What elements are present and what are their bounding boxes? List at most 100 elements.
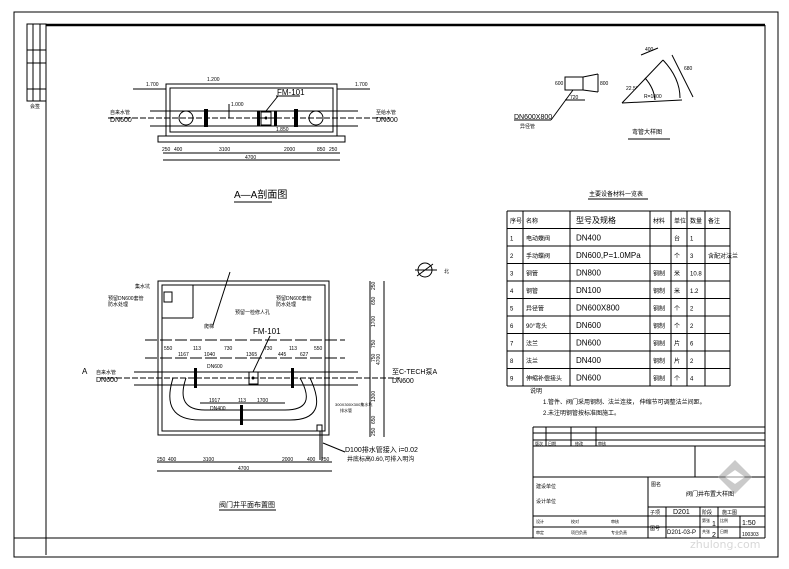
plan-top-dims-label: 627 bbox=[300, 352, 309, 358]
sheet: 1 bbox=[712, 521, 716, 528]
table-cell: DN800 bbox=[576, 269, 601, 278]
note-2: 2.未注明钢管按标准图施工。 bbox=[543, 409, 620, 417]
rev-header-3: 审核 bbox=[598, 440, 606, 446]
section-dim-3: 2000 bbox=[284, 147, 295, 153]
scale: 1:50 bbox=[742, 520, 756, 527]
table-cell: 6 bbox=[510, 324, 514, 330]
reducer-dim-w: 720 bbox=[570, 95, 579, 101]
section-dim-2: 3100 bbox=[219, 147, 230, 153]
plan-note-sump: 集水坑 bbox=[135, 283, 150, 290]
table-cell: 个 bbox=[674, 253, 680, 260]
plan-view: 集水坑 预留DN600套管 防水处理 预留DN600套管 防水处理 爬梯 预留一… bbox=[82, 271, 437, 511]
table-cell: DN400 bbox=[576, 356, 601, 365]
plan-bottom-dims-label: 3100 bbox=[203, 457, 214, 463]
bend-radius: R=1000 bbox=[644, 94, 662, 100]
plan-bypass-label: DN400 bbox=[210, 406, 226, 412]
table-cell: 电动蝶阀 bbox=[526, 235, 550, 243]
section-left-pipe: DN600 bbox=[110, 117, 132, 124]
drawing-label: 图名 bbox=[651, 481, 661, 488]
table-cell: 钢制 bbox=[653, 357, 665, 365]
date-label: 日期 bbox=[720, 528, 728, 534]
table-cell: 片 bbox=[674, 340, 680, 348]
owner-label: 建设单位 bbox=[536, 483, 556, 490]
table-cell: 钢制 bbox=[653, 340, 665, 348]
plan-note-ladder: 爬梯 bbox=[204, 323, 214, 330]
table-header-cell: 单位 bbox=[674, 217, 686, 225]
sign-4: 项目负责 bbox=[571, 529, 587, 535]
table-cell: DN400 bbox=[576, 234, 601, 243]
plan-top-dims-label: 1167 bbox=[178, 352, 189, 358]
table-cell: 钢制 bbox=[653, 375, 665, 383]
plan-drain-label2: 井底标高0.60,可排入明沟 bbox=[347, 455, 414, 463]
table-cell: 钢制 bbox=[653, 270, 665, 278]
table-cell: 2 bbox=[690, 359, 694, 365]
table-cell: DN600X800 bbox=[576, 304, 620, 313]
sign-0: 设计 bbox=[536, 518, 544, 524]
section-title: A—A剖面图 bbox=[234, 188, 287, 201]
table-cell: DN600 bbox=[576, 339, 601, 348]
bend-dim-b: 680 bbox=[684, 66, 693, 72]
sign-3: 审定 bbox=[536, 529, 544, 535]
table-cell: 3 bbox=[510, 272, 514, 278]
north-label: 北 bbox=[444, 268, 449, 275]
section-dim-4: 850 bbox=[317, 147, 326, 153]
section-valve-tag: FM-101 bbox=[277, 88, 305, 97]
bottom-elev: 1.850 bbox=[276, 127, 289, 133]
plan-sump-label: 300X300X300集水坑 bbox=[335, 401, 372, 407]
rev-header-1: 日期 bbox=[548, 440, 556, 446]
table-cell: 1 bbox=[690, 237, 694, 243]
plan-top-dims-label: 445 bbox=[278, 352, 287, 358]
plan-note-left: 预留DN600套管 bbox=[108, 295, 144, 302]
sign-1: 校对 bbox=[571, 518, 579, 524]
table-cell: DN600 bbox=[576, 374, 601, 383]
table-cell: 手动蝶阀 bbox=[526, 252, 550, 260]
table-cell: 7 bbox=[510, 342, 514, 348]
table-cell: 钢管 bbox=[526, 287, 538, 295]
watermark: zhulong.com bbox=[690, 460, 760, 551]
ground-elev-left: 1.700 bbox=[146, 82, 159, 88]
table-cell: 10.8 bbox=[690, 272, 702, 278]
rev-header-0: 版次 bbox=[535, 440, 543, 446]
table-cell: 1.2 bbox=[690, 289, 699, 295]
section-right-pipe: DN600 bbox=[376, 117, 398, 124]
design-label: 设计单位 bbox=[536, 498, 556, 505]
table-cell: 米 bbox=[674, 287, 680, 295]
table-cell: 米 bbox=[674, 270, 680, 278]
table-cell: 3 bbox=[690, 254, 694, 260]
plan-drain-label: D100排水管接入 i=0.02 bbox=[345, 445, 418, 454]
plan-top-dims-label: 550 bbox=[164, 346, 173, 352]
table-cell: 6 bbox=[690, 342, 694, 348]
table-header-cell: 材料 bbox=[653, 217, 665, 225]
plan-top-dims-label: 113 bbox=[289, 346, 297, 352]
sign-5: 专业负责 bbox=[611, 529, 627, 535]
table-header-cell: 型号及规格 bbox=[576, 215, 616, 225]
table-cell: 钢管 bbox=[526, 270, 538, 278]
plan-note-left2: 防水处理 bbox=[108, 301, 128, 308]
table-cell: 90°弯头 bbox=[526, 322, 547, 330]
plan-bottom-dims-label: 400 bbox=[307, 457, 316, 463]
section-left-pipe-label: 自来水管 bbox=[110, 109, 130, 116]
table-cell: 个 bbox=[674, 323, 680, 330]
plan-bottom-dims-label: 2000 bbox=[282, 457, 293, 463]
table-cell: 8 bbox=[510, 359, 514, 365]
plan-bottom-dims-label: 250 bbox=[321, 457, 330, 463]
top-elev: 1.200 bbox=[207, 77, 220, 83]
reducer-dim-h1: 600 bbox=[555, 81, 564, 87]
pipe-elev: 1.000 bbox=[231, 102, 244, 108]
plan-title: 阀门井平面布置图 bbox=[219, 500, 275, 509]
north-arrow: 北 bbox=[415, 262, 449, 278]
plan-sump-label2: 排水管 bbox=[340, 407, 352, 413]
table-cell: 5 bbox=[510, 307, 514, 313]
table-cell: 法兰 bbox=[526, 357, 538, 365]
table-cell: 法兰 bbox=[526, 340, 538, 348]
section-dim-5: 250 bbox=[329, 147, 338, 153]
date: 100303 bbox=[742, 532, 759, 538]
table-cell: 钢制 bbox=[653, 322, 665, 330]
section-aa: 1.700 1.700 1.200 FM-101 1.000 1.850 自来水… bbox=[108, 77, 398, 203]
ground-elev-right: 1.700 bbox=[355, 82, 368, 88]
title-block: 版次 日期 修改 审核 建设单位 设计单位 图名 阀门井布置大样图 子项 D20… bbox=[532, 426, 765, 539]
table-cell: 台 bbox=[674, 235, 680, 243]
plan-top-dims-label: 113 bbox=[193, 346, 201, 352]
plan-section-mark-left: A bbox=[82, 367, 88, 376]
